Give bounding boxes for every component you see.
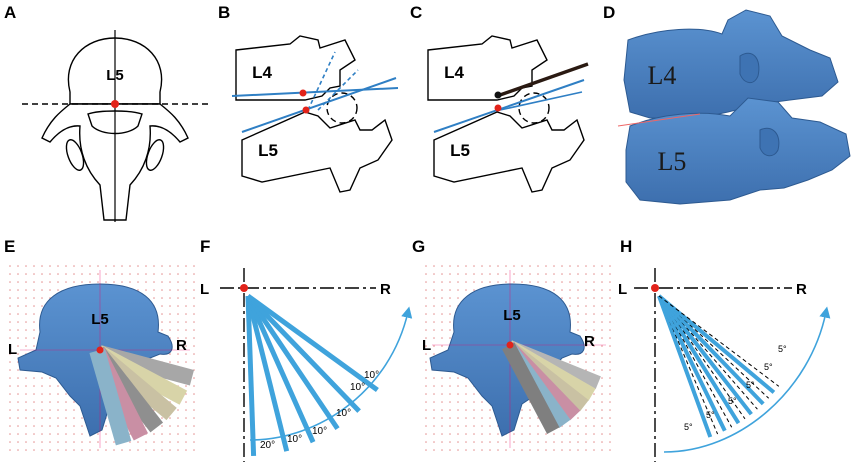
beam-fan — [89, 345, 195, 446]
foramen-circle — [518, 92, 550, 124]
panel-b: B L4 L5 — [218, 3, 399, 193]
angle-label-2: 10° — [312, 426, 327, 437]
panel-label-e: E — [4, 237, 15, 256]
foramen-circle — [326, 92, 358, 124]
panel-label-d: D — [603, 3, 615, 22]
left-facet — [65, 139, 85, 171]
angle-label-4: 5° — [764, 362, 773, 372]
l4-outline — [427, 35, 548, 101]
beam-ray — [245, 295, 290, 452]
facet-highlight — [739, 52, 760, 83]
marker-upper — [494, 91, 502, 99]
beam-ray — [657, 294, 753, 416]
panel-label-c: C — [410, 3, 422, 22]
panel-label-f: F — [200, 237, 210, 256]
center-marker — [240, 284, 248, 292]
lower-vertebra-label: L5 — [658, 147, 687, 176]
endplate-line-lower — [433, 79, 585, 133]
left-label: L — [200, 281, 209, 298]
beam-ray — [245, 294, 316, 444]
beam-fan — [502, 340, 601, 434]
panel-c: C L4 L5 — [410, 3, 589, 193]
l5-3d-model — [625, 97, 851, 205]
lower-vertebra-label: L5 — [450, 141, 470, 160]
l4-outline — [235, 35, 356, 101]
endplate-line-upper — [231, 87, 399, 97]
beam-fan — [245, 293, 379, 456]
angle-label-5: 5° — [778, 344, 787, 354]
panel-label-h: H — [620, 237, 632, 256]
upper-vertebra-label: L4 — [648, 61, 677, 90]
endplate-line-upper — [499, 91, 583, 111]
endplate-line-lower — [241, 77, 397, 133]
rotation-arrow — [249, 306, 413, 441]
upper-vertebra-label: L4 — [444, 63, 464, 82]
angle-label-3: 10° — [336, 408, 351, 419]
beam-gray — [97, 345, 195, 386]
dashed-guide-1 — [307, 51, 336, 111]
panel-d: D L4 L5 — [603, 3, 851, 205]
vertebra-label: L5 — [91, 311, 109, 328]
beam-ray — [657, 295, 713, 438]
left-label: L — [422, 337, 431, 354]
beam-lightblue — [89, 348, 132, 446]
beam-ray — [657, 295, 727, 432]
vertebra-axial-model — [429, 283, 585, 437]
beam-ray — [657, 294, 765, 406]
right-label: R — [380, 281, 391, 298]
dashed-guide-2 — [317, 69, 359, 111]
center-marker — [111, 100, 119, 108]
center-marker — [506, 341, 514, 349]
upper-vertebra-label: L4 — [252, 63, 272, 82]
right-label: R — [584, 333, 595, 350]
vertebra-label: L5 — [106, 67, 124, 84]
beam-ray — [657, 294, 776, 394]
l5-outline — [433, 111, 585, 193]
reference-line — [617, 113, 701, 127]
vertebra-label: L5 — [503, 307, 521, 324]
angle-label-1: 10° — [287, 434, 302, 445]
angle-label-3: 5° — [746, 380, 755, 390]
marker-upper — [299, 89, 307, 97]
beam-fan — [657, 294, 780, 438]
trajectory-line — [499, 62, 589, 97]
left-label: L — [618, 281, 627, 298]
right-facet — [145, 139, 165, 171]
l5-outline — [241, 111, 393, 193]
center-marker — [96, 346, 104, 354]
beam-ray — [245, 294, 340, 430]
panel-label-b: B — [218, 3, 230, 22]
center-marker — [651, 284, 659, 292]
beam-ray — [657, 294, 741, 425]
beam-ray — [246, 294, 361, 413]
panel-f: F L R 20° 10° 10° 10° 10° 10° — [200, 237, 413, 462]
panel-e: E L5 L R — [4, 237, 198, 452]
panel-g: G L5 L R — [412, 237, 614, 452]
angle-label-2: 5° — [728, 396, 737, 406]
angle-label-4: 10° — [350, 382, 365, 393]
angle-label-1: 5° — [706, 410, 715, 420]
marker-lower — [302, 106, 310, 114]
marker-lower — [494, 104, 502, 112]
angle-label-5: 10° — [364, 370, 379, 381]
rotation-arrow — [663, 306, 831, 453]
left-label: L — [8, 341, 17, 358]
facet-highlight-lower — [759, 127, 780, 157]
beam-darkgray — [502, 342, 560, 434]
right-label: R — [176, 337, 187, 354]
beam-ray — [245, 295, 257, 456]
panel-a: A L5 — [4, 3, 210, 222]
angle-label-0: 5° — [684, 422, 693, 432]
panel-h: H L R 5° 5° 5° 5° 5° 5° — [618, 237, 831, 462]
beam-ray — [246, 293, 379, 393]
panel-label-g: G — [412, 237, 425, 256]
panel-label-a: A — [4, 3, 16, 22]
angle-label-0: 20° — [260, 440, 275, 451]
lower-vertebra-label: L5 — [258, 141, 278, 160]
right-label: R — [796, 281, 807, 298]
